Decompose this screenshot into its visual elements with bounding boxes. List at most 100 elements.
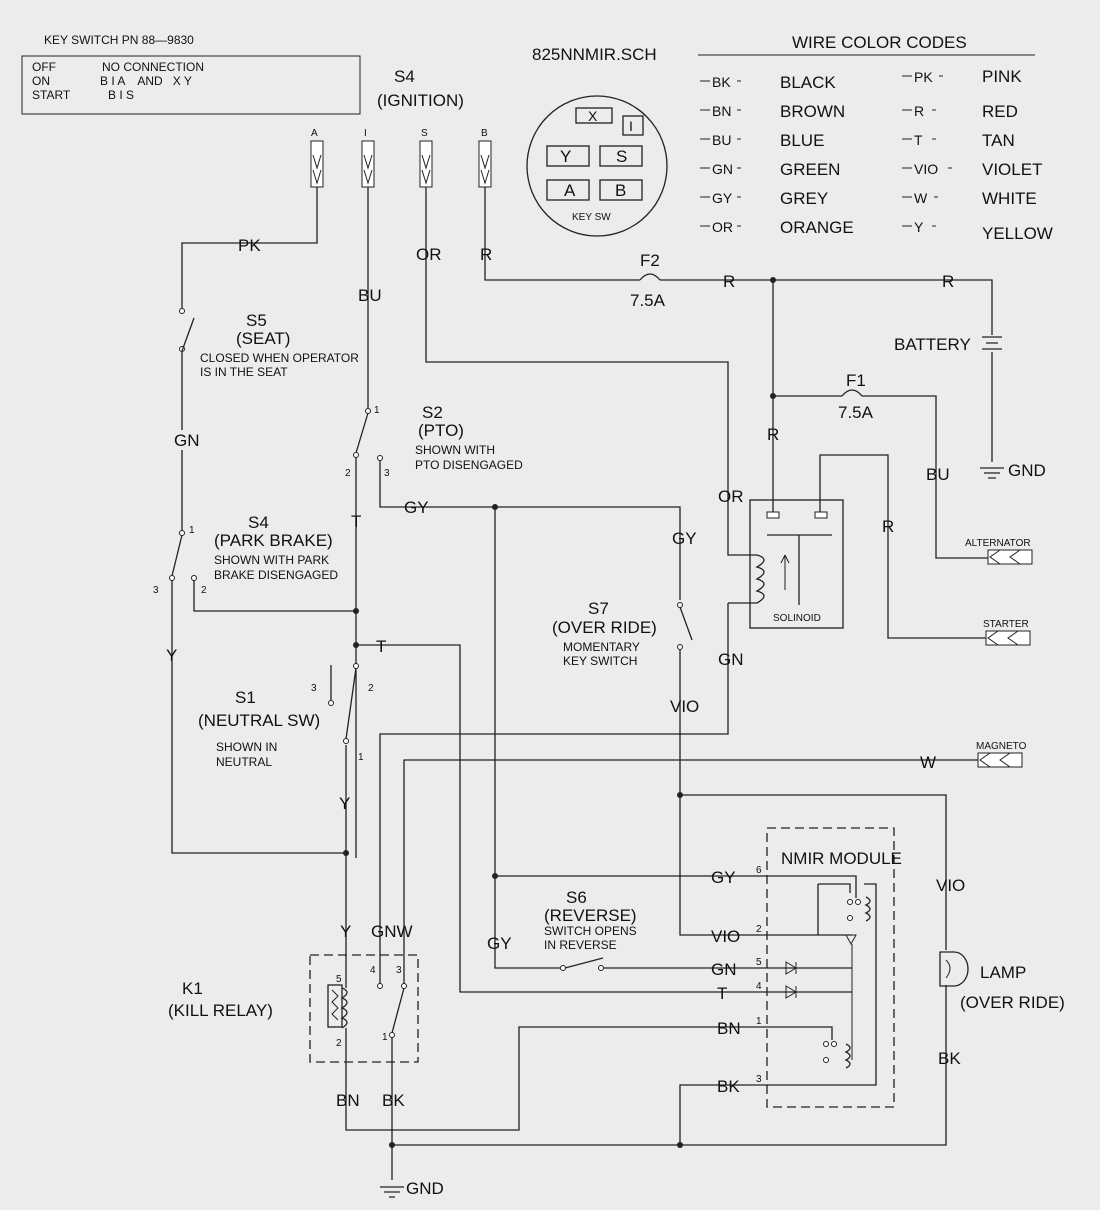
legend-code: GN <box>712 161 733 177</box>
k1-pin-1: 1 <box>382 1032 388 1043</box>
keyswitch-row-pos: START <box>32 88 71 102</box>
legend-color-name: GREEN <box>780 160 840 179</box>
legend-color-name: RED <box>982 102 1018 121</box>
wire-label: GNW <box>371 922 413 941</box>
s2-pin-1: 1 <box>374 405 380 416</box>
wire-label: R <box>723 272 735 291</box>
fuse-rating: 7.5A <box>838 403 874 422</box>
alternator-label: ALTERNATOR <box>965 538 1031 549</box>
wire-label: BK <box>717 1077 740 1096</box>
key-sw-label: KEY SW <box>572 212 611 223</box>
wire-label: T <box>717 984 727 1003</box>
wire-label: OR <box>416 245 442 264</box>
terminal-i <box>361 140 375 188</box>
k1-id: K1 <box>182 979 203 998</box>
legend-code: T <box>914 132 923 148</box>
fuse-f1: F1 7.5A <box>838 371 874 422</box>
junction-dots <box>343 277 776 1148</box>
keyswitch-table-title: KEY SWITCH PN 88—9830 <box>44 33 194 47</box>
lamp-label: LAMP <box>980 963 1026 982</box>
magneto-connector: MAGNETO <box>976 741 1027 768</box>
gnd-label: GND <box>1008 461 1046 480</box>
s7-id: S7 <box>588 599 609 618</box>
k1-pin-3: 3 <box>396 965 402 976</box>
s4-park-id: S4 <box>248 513 269 532</box>
key-contact-b: B <box>615 181 626 200</box>
nmir-module: NMIR MODULE 6 2 5 4 1 3 <box>756 827 902 1108</box>
legend-code: BN <box>712 103 731 119</box>
keyswitch-row-conn: B I S <box>108 88 134 102</box>
wire-label: BK <box>938 1049 961 1068</box>
lamp-overide: LAMP (OVER RIDE) <box>939 951 1065 1012</box>
wire-label: GY <box>672 529 697 548</box>
k1-pin-5: 5 <box>336 974 342 985</box>
kill-relay-k1: 5 4 3 2 1 K1 (KILL RELAY) <box>168 954 419 1063</box>
s5-note: CLOSED WHEN OPERATOR <box>200 351 359 365</box>
lamp-label-sub: (OVER RIDE) <box>960 993 1065 1012</box>
s2-pin-3: 3 <box>384 468 390 479</box>
wire-label: Y <box>339 794 350 813</box>
fuse-id: F1 <box>846 371 866 390</box>
legend-color-name: BLUE <box>780 131 824 150</box>
nmir-pin-2: 2 <box>756 924 762 935</box>
wire-label: PK <box>238 236 261 255</box>
legend-color-name: TAN <box>982 131 1015 150</box>
s1-note: SHOWN IN <box>216 740 277 754</box>
s4-pin-2: 2 <box>201 585 207 596</box>
legend-code: BU <box>712 132 731 148</box>
switch-contacts <box>169 308 693 971</box>
key-contact-y: Y <box>560 147 571 166</box>
k1-name: (KILL RELAY) <box>168 1001 273 1020</box>
s6-id: S6 <box>566 888 587 907</box>
key-contact-s: S <box>616 147 627 166</box>
legend-code: W <box>914 190 928 206</box>
wire-label: W <box>920 753 936 772</box>
legend-color-name: VIOLET <box>982 160 1042 179</box>
battery-label: BATTERY <box>894 335 971 354</box>
s2-note: SHOWN WITH <box>415 443 495 457</box>
wire-label: VIO <box>936 876 965 895</box>
s1-pin-2: 2 <box>368 683 374 694</box>
terminal-s <box>419 140 433 188</box>
s5-note: IS IN THE SEAT <box>200 365 288 379</box>
keyswitch-row-conn: NO CONNECTION <box>102 60 204 74</box>
wire-label: BU <box>926 465 950 484</box>
legend-code: GY <box>712 190 733 206</box>
legend-code: Y <box>914 219 924 235</box>
s6-note: SWITCH OPENS <box>544 924 637 938</box>
wire-label: VIO <box>711 927 740 946</box>
legend-color-name: WHITE <box>982 189 1037 208</box>
sheet-name: 825NNMIR.SCH <box>532 45 657 64</box>
terminal-b <box>478 140 492 188</box>
s6-name: (REVERSE) <box>544 906 637 925</box>
s5-id: S5 <box>246 311 267 330</box>
s1-id: S1 <box>235 688 256 707</box>
legend-code: BK <box>712 74 731 90</box>
starter-connector: STARTER <box>983 619 1031 646</box>
wire-label: Y <box>166 646 177 665</box>
fuse-id: F2 <box>640 251 660 270</box>
legend-color-name: ORANGE <box>780 218 854 237</box>
wiring <box>171 187 1004 1198</box>
terminal-label: I <box>364 128 367 139</box>
s2-id: S2 <box>422 403 443 422</box>
s1-pin-3: 3 <box>311 683 317 694</box>
s7-note: KEY SWITCH <box>563 654 637 668</box>
keyswitch-row-pos: OFF <box>32 60 56 74</box>
key-contact-i: I <box>629 118 633 134</box>
fuse-f2: F2 7.5A <box>630 251 666 310</box>
wire-labels: PK BU OR R R R R OR BU R GN GY GY T T GN… <box>166 236 965 1110</box>
k1-pin-2: 2 <box>336 1038 342 1049</box>
wire-label: T <box>376 637 386 656</box>
switch-labels: S5 (SEAT) CLOSED WHEN OPERATOR IS IN THE… <box>198 311 657 952</box>
wire-label: Y <box>340 922 351 941</box>
legend-title: WIRE COLOR CODES <box>792 33 967 52</box>
wire-label: VIO <box>670 697 699 716</box>
key-switch-face: X I Y S A B KEY SW <box>526 95 668 237</box>
s4-park-note: BRAKE DISENGAGED <box>214 568 338 582</box>
gnd-bottom-label: GND <box>406 1179 444 1198</box>
k1-pin-4: 4 <box>370 965 376 976</box>
s5-name: (SEAT) <box>236 329 290 348</box>
s4-pin-3: 3 <box>153 585 159 596</box>
